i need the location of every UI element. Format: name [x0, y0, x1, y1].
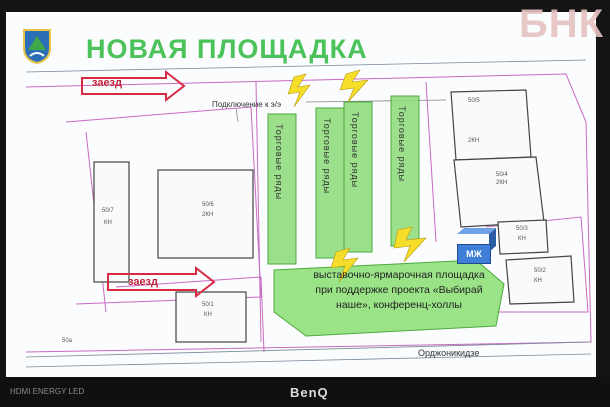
street-label: Орджоникидзе: [418, 348, 480, 358]
map-label: 50/1: [202, 302, 214, 308]
building-50-5: [450, 89, 532, 161]
map-label: 50а: [62, 338, 73, 344]
entry-arrow-top: [81, 69, 186, 103]
trade-row-3: [343, 101, 373, 253]
map-label: КН: [204, 312, 212, 318]
monitor-brand-logo: BenQ: [290, 385, 329, 400]
map-label: КН: [518, 236, 526, 242]
map-label: 2КН: [496, 180, 508, 186]
city-emblem-icon: [23, 29, 51, 64]
bolt-2-icon: [339, 69, 369, 103]
trade-row-label-2: Торговые ряды: [322, 118, 332, 195]
projected-slide: НОВАЯ ПЛОЩАДКА: [6, 12, 596, 377]
building-50-7: [93, 161, 130, 283]
map-label: КН: [104, 220, 112, 226]
slide-title: НОВАЯ ПЛОЩАДКА: [86, 34, 368, 64]
map-label: 50/2: [534, 268, 546, 274]
trade-row-label-3: Торговые ряды: [350, 112, 360, 189]
map-label: 2КН: [468, 138, 480, 144]
entry-label-top: заезд: [92, 77, 123, 89]
mzh-block: МЖ: [457, 244, 491, 264]
map-label: 50/4: [496, 172, 508, 178]
map-label: 50/3: [516, 226, 528, 232]
building-50-6: [157, 169, 254, 259]
map-label: 50/5: [468, 98, 480, 104]
map-label: 2КН: [202, 212, 214, 218]
monitor-hdmi-label: HDMI ENERGY LED: [10, 387, 85, 396]
entry-label-bottom: заезд: [128, 276, 159, 288]
trade-row-label-1: Торговые ряды: [274, 124, 284, 201]
entry-arrow-bottom: [107, 265, 216, 299]
trade-row-label-4: Торговые ряды: [397, 106, 407, 183]
trade-row-1: [267, 113, 297, 265]
map-label: 50/6: [202, 202, 214, 208]
map-label: 50/7: [102, 208, 114, 214]
monitor-bottom-bar: [0, 377, 610, 407]
map-label: КН: [534, 278, 542, 284]
building-50-1: [175, 291, 247, 343]
trade-row-4: [390, 95, 420, 247]
building-50-4: [453, 156, 545, 228]
bolt-3-icon: [330, 247, 359, 283]
trade-row-2: [315, 107, 345, 259]
connection-label: Подключение к э/э: [212, 100, 282, 109]
brand-watermark: БНК: [518, 2, 604, 46]
bolt-1-icon: [287, 73, 311, 108]
building-50-2: [505, 255, 575, 305]
site-plan: [25, 59, 592, 368]
building-50-3: [497, 219, 549, 255]
bolt-4-icon: [393, 226, 427, 263]
fair-area-label: выставочно-ярмарочная площадка при подде…: [313, 269, 485, 311]
